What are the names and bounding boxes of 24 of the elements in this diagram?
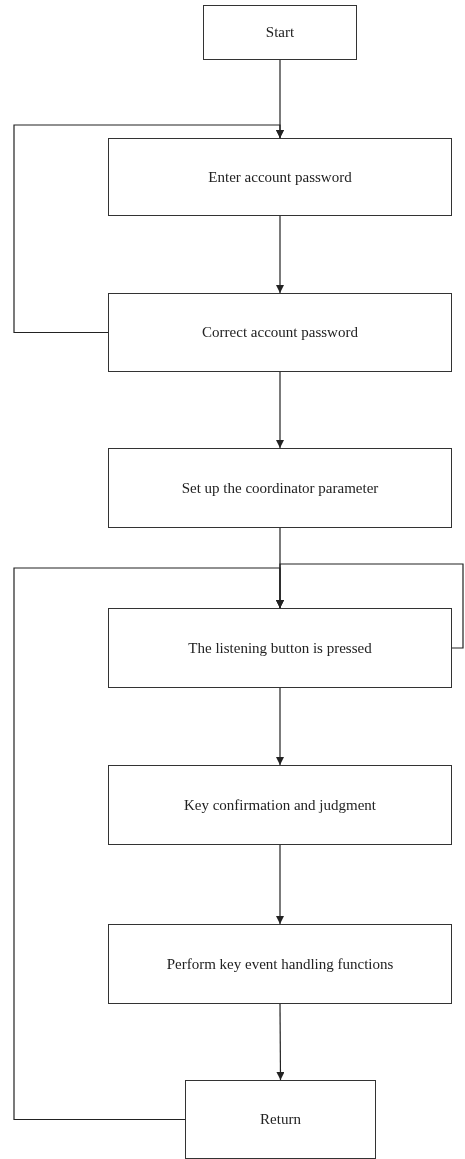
process-box — [108, 293, 452, 372]
arrow — [276, 563, 464, 649]
process-box — [185, 1080, 376, 1159]
arrow — [276, 844, 284, 925]
process-box — [108, 448, 452, 528]
process-box — [108, 765, 452, 845]
arrow — [276, 1003, 285, 1081]
arrow — [276, 215, 284, 294]
arrow — [276, 687, 284, 766]
box-label: Key confirmation and judgment — [182, 796, 377, 814]
arrow — [13, 124, 284, 334]
arrow — [13, 567, 284, 1121]
process-box — [108, 608, 452, 688]
process-box — [203, 5, 357, 60]
process-box — [108, 138, 452, 216]
box-label: The listening button is pressed — [187, 639, 373, 657]
box-label: Enter account password — [207, 168, 353, 186]
box-label: Return — [259, 1111, 302, 1128]
box-label: Start — [264, 24, 296, 41]
box-label: Perform key event handling functions — [165, 955, 395, 973]
box-label: Correct account password — [201, 324, 359, 341]
process-box — [108, 924, 452, 1004]
arrow — [276, 371, 284, 449]
box-label: Set up the coordinator parameter — [180, 479, 380, 497]
